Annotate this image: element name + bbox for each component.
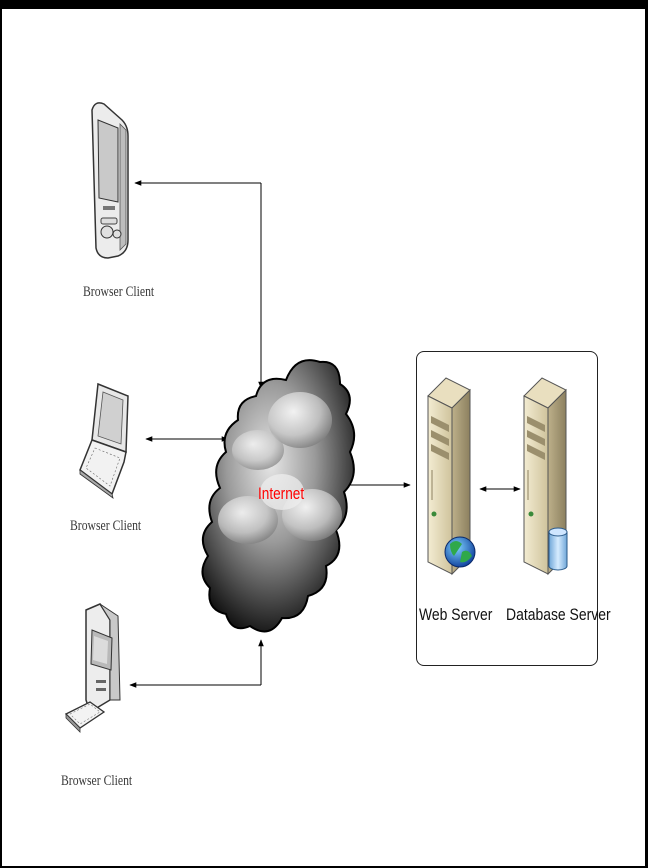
database-server-label: Database Server [506,605,611,625]
client-label-pda: Browser Client [83,284,154,301]
internet-label: Internet [258,484,304,504]
laptop-icon [80,384,128,498]
client-label-laptop: Browser Client [70,518,141,535]
connector-desktop-cloud [130,640,261,685]
desktop-computer-icon [66,604,120,732]
pda-icon [92,103,128,258]
web-server-label: Web Server [419,605,492,625]
client-label-desktop: Browser Client [61,773,132,790]
